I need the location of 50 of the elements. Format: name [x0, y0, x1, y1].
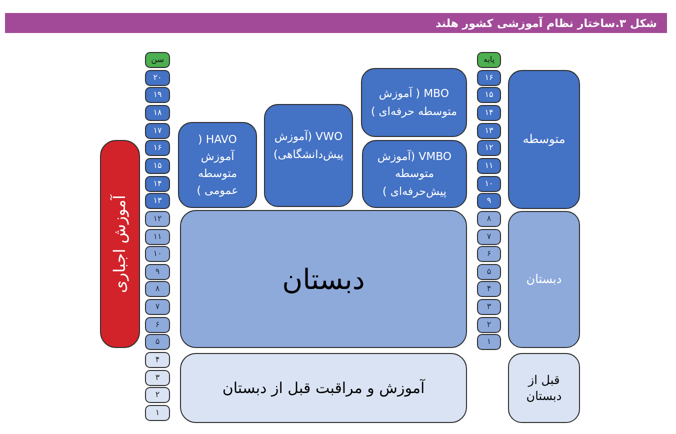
age-chip: ۱ [145, 405, 170, 421]
grade-chip: ۱ [477, 334, 501, 350]
stage-panel: قبل از دبستان [508, 353, 580, 423]
age-chip: ۱۰ [145, 246, 170, 262]
grade-chip: ۱۶ [477, 70, 501, 86]
age-chip: ۱۶ [145, 140, 170, 156]
age-chip: ۳ [145, 370, 170, 386]
age-header-chip: سن [145, 52, 170, 68]
grade-chip: ۸ [477, 210, 501, 227]
title-bar: شکل ۳.ساختار نظام آموزشی کشور هلند [5, 13, 667, 33]
grade-chip: ۱۳ [477, 122, 501, 139]
school-type-card: MBO ( آموزش متوسطه حرفه‌ای ) [361, 68, 467, 137]
grade-chip: ۱۴ [477, 104, 501, 121]
grade-chip: ۱۱ [477, 158, 501, 174]
grade-chip: ۱۵ [477, 87, 501, 104]
grade-chip: ۶ [477, 246, 501, 262]
age-chip: ۲ [145, 387, 170, 404]
primary-school-panel: دبستان [180, 210, 467, 348]
grade-chip: ۷ [477, 228, 501, 244]
age-chip: ۱۹ [145, 87, 170, 104]
vertical-label: آموزش اجباری [112, 195, 128, 293]
age-chip: ۱۳ [145, 193, 170, 210]
grade-chip: ۳ [477, 299, 501, 316]
age-chip: ۶ [145, 316, 170, 333]
age-chip: ۱۸ [145, 104, 170, 121]
grade-chip: ۲ [477, 316, 501, 333]
stage-panel: دبستان [508, 210, 580, 348]
age-chip: ۴ [145, 352, 170, 368]
grade-chip: ۱۰ [477, 176, 501, 192]
stage-panel: متوسطه [508, 70, 580, 210]
age-chip: ۱۴ [145, 176, 170, 192]
school-type-card: HAVO ( آموزش متوسطه عمومی ) [178, 122, 257, 208]
grade-chip: ۱۲ [477, 140, 501, 156]
age-chip: ۵ [145, 334, 170, 350]
grade-chip: ۵ [477, 264, 501, 280]
grade-chip: ۴ [477, 281, 501, 298]
preschool-panel: آموزش و مراقبت قبل از دبستان [180, 353, 467, 423]
age-chip: ۸ [145, 281, 170, 298]
school-type-card: VMBO (آموزش متوسطه پیش‌حرفه‌ای ) [362, 140, 467, 208]
age-chip: ۱۵ [145, 158, 170, 174]
age-chip: ۲۰ [145, 70, 170, 86]
grade-chip: ۹ [477, 193, 501, 210]
age-chip: ۱۲ [145, 210, 170, 227]
age-chip: ۷ [145, 299, 170, 316]
age-chip: ۹ [145, 264, 170, 280]
age-chip: ۱۱ [145, 228, 170, 244]
compulsory-education-bar [100, 140, 140, 348]
age-chip: ۱۷ [145, 122, 170, 139]
grade-header-chip: پایه [477, 52, 501, 68]
school-type-card: VWO (آموزش پیش‌دانشگاهی) [264, 104, 353, 207]
